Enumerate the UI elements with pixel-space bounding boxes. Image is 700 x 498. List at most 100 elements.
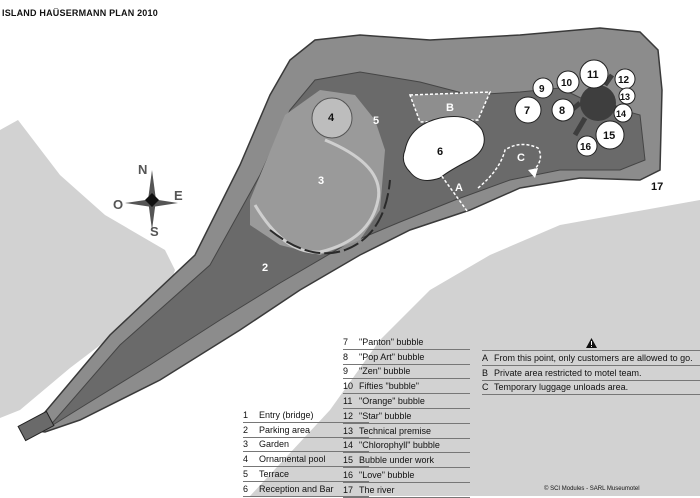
legend-num: 16 [343,470,354,481]
legend-num: 8 [343,351,349,362]
legend-row: 14"Chlorophyll" bubble [343,439,470,454]
legend-num: 6 [243,483,249,494]
bubble-13 [618,87,636,105]
compass-e: E [174,188,183,203]
legend-right: A From this point, only customers are all… [482,335,700,396]
luggage-path [477,143,542,189]
label-c: C [517,152,525,164]
legend-text: Reception and Bar [259,483,334,494]
legend-num: B [482,367,489,378]
legend-num: 12 [343,410,354,421]
legend-row: A From this point, only customers are all… [482,351,700,366]
legend-num: 1 [243,409,249,420]
copyright-notice: © SCI Modules - SARL Museumotel [544,486,640,492]
left-bank [0,120,175,418]
legend-row: 12 "Star" bubble [343,409,470,424]
label-5: 5 [373,115,379,127]
legend-num: 17 [343,484,354,495]
bubble-15 [595,120,625,150]
compass-n: N [138,162,147,177]
label-12: 12 [618,75,630,86]
legend-row: 13 Technical premise [343,424,470,439]
legend-num: 2 [243,424,249,435]
legend-row: 2 Parking area [243,423,369,438]
legend-num: 13 [343,425,354,436]
warning-triangle-icon [585,337,597,348]
legend-num: 7 [343,336,349,347]
label-3: 3 [318,175,324,187]
legend-row: 10 Fifties "bubble" [343,379,470,395]
legend-num: A [482,352,489,363]
legend-text: "Pop Art" bubble [359,351,425,362]
legend-row: 11 "Orange" bubble [343,394,470,409]
legend-row: 8 "Pop Art" bubble [343,350,470,365]
label-16: 16 [580,142,592,153]
legend-row: 5 Terrace [243,467,369,482]
ornamental-pool [311,97,353,139]
legend-num: 14 [343,440,354,451]
label-b: B [446,102,454,114]
legend-num: 9 [343,366,349,377]
label-9: 9 [539,84,545,95]
label-8: 8 [559,105,565,117]
compass-w: O [113,197,123,212]
bubble-9 [532,77,554,99]
bubble-16 [576,135,598,157]
legend-text: Ornamental pool [259,454,326,465]
legend-text: Garden [259,439,290,450]
legend-text: "Love" bubble [359,470,415,481]
garden-wall [253,138,381,254]
legend-num: 11 [343,396,353,407]
label-a: A [455,182,463,194]
legend-row: 3 Garden [243,438,369,453]
private-area-b [408,91,492,123]
legend-text: "Star" bubble [359,410,412,421]
bubble-11 [579,59,609,89]
bubble-8 [551,98,575,122]
legend-text: Entry (bridge) [259,409,314,420]
legend-num: 10 [343,381,354,392]
legend-num: 3 [243,439,249,450]
label-10: 10 [561,78,573,89]
label-1: 1 [15,431,21,443]
compass-center [145,193,159,207]
legend-text: Parking area [259,424,311,435]
legend-row: 16 "Love" bubble [343,468,470,483]
technical-hub [580,85,616,121]
legend-text: Bubble under work [359,455,435,466]
legend-row: 1 Entry (bridge) [243,408,369,423]
label-7: 7 [524,105,530,117]
label-15: 15 [603,130,615,142]
bubbles [514,59,636,157]
compass-s: S [150,224,159,239]
bubble-7 [514,96,542,124]
garden-edge [269,179,391,255]
luggage-arrow [528,168,538,178]
legend-num: C [482,382,489,393]
label-2: 2 [262,262,268,274]
legend-text: Terrace [259,469,290,480]
legend-text: "Zen" bubble [359,366,411,377]
label-17: 17 [651,181,663,193]
legend-num: 5 [243,469,249,480]
legend-text: "Panton" bubble [359,336,424,347]
map-title: ISLAND HAÜSERMANN PLAN 2010 [2,8,158,18]
legend-row: 15 Bubble under work [343,453,470,469]
legend-text: Fifties "bubble" [359,381,419,392]
legend-text: "Orange" bubble [359,396,425,407]
legend-text: The river [359,484,395,495]
bubble-10 [556,70,580,94]
legend-num: 15 [343,455,354,466]
reception-bar [402,116,485,181]
label-14: 14 [616,109,626,119]
legend-middle: 7 "Panton" bubble 8 "Pop Art" bubble 9 "Zen… [343,335,470,498]
entry-bridge [17,410,55,442]
label-13: 13 [620,92,630,102]
legend-text: Technical premise [359,425,432,436]
legend-text: From this point, only customers are allo… [494,352,693,363]
garden-area [250,90,385,255]
legend-row: 9 "Zen" bubble [343,365,470,380]
